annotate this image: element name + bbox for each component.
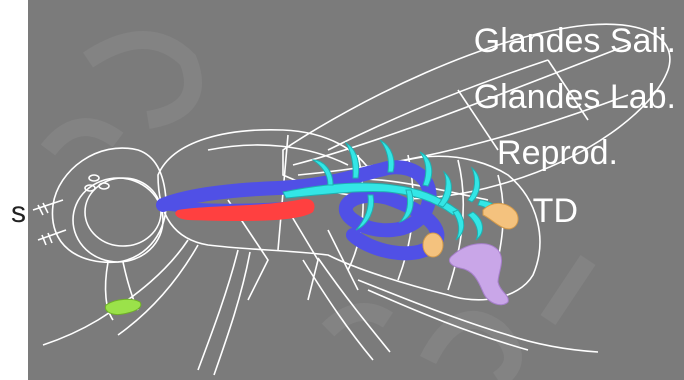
reproductive-organ bbox=[449, 244, 508, 305]
label-reproductive: Reprod. bbox=[497, 136, 618, 170]
label-labial-glands: Glandes Lab. bbox=[474, 80, 676, 114]
edge-text-fragment: s bbox=[0, 196, 26, 230]
label-salivary-glands: Glandes Sali. bbox=[474, 24, 676, 58]
green-organ bbox=[105, 299, 140, 314]
label-digestive-tract: TD bbox=[533, 194, 578, 228]
fly-anatomy-diagram: Glandes Sali. Glandes Lab. Reprod. TD bbox=[28, 0, 684, 380]
head bbox=[33, 148, 166, 320]
